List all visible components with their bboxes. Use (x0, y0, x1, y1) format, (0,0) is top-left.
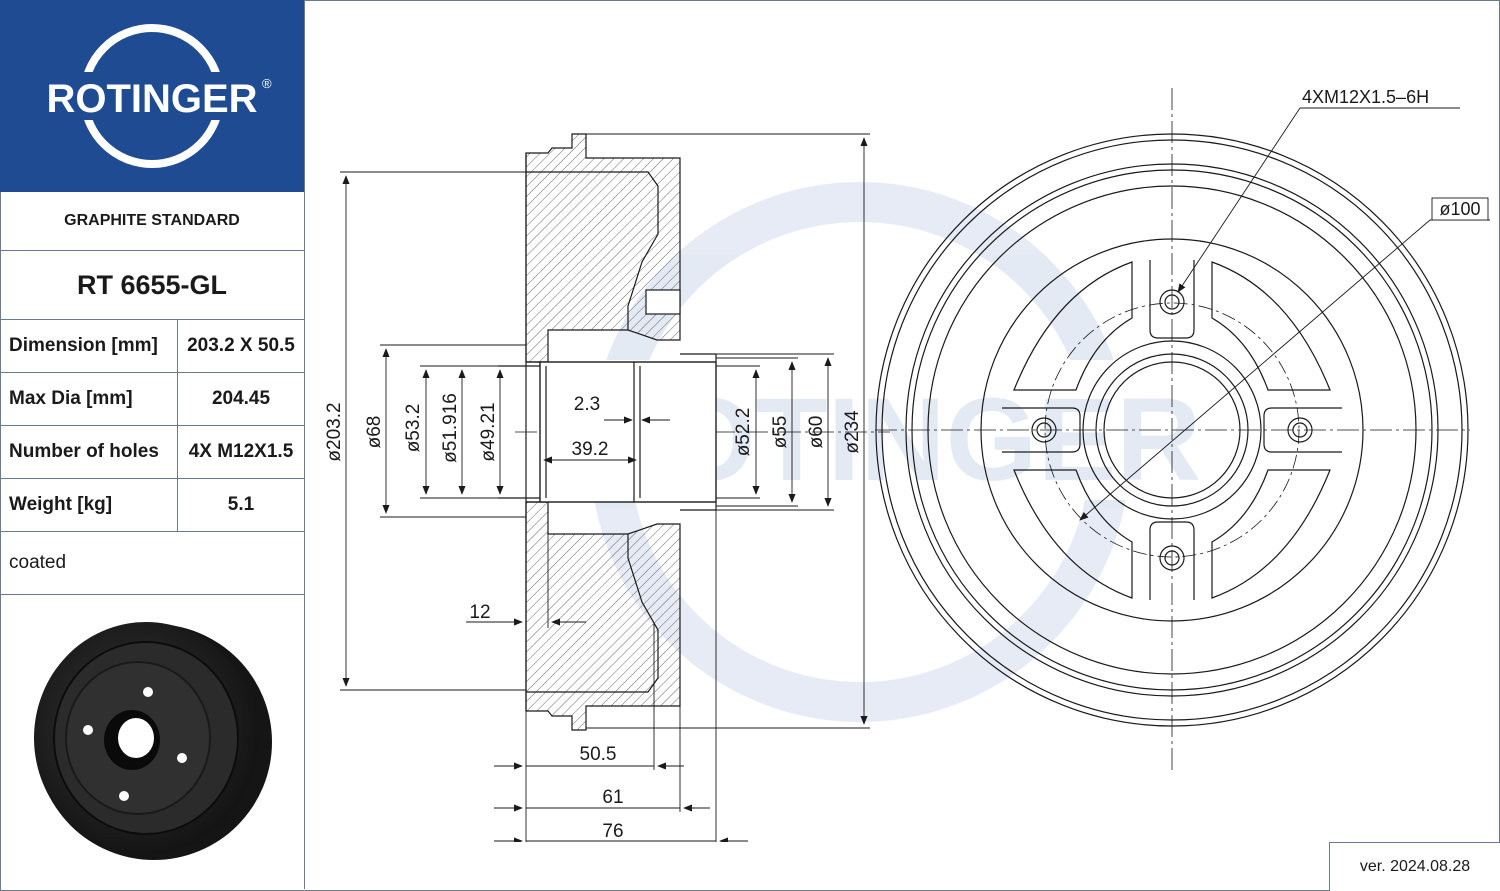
spec-label: Number of holes (0, 426, 178, 478)
dim-diameter-234: ø234 (842, 410, 863, 454)
technical-drawing: ROTINGER (324, 87, 1490, 842)
rotinger-logo: ROTINGER ® (40, 24, 272, 168)
spec-label: Max Dia [mm] (0, 373, 178, 425)
spec-value: 4X M12X1.5 (188, 441, 294, 462)
dim-diameter-203: ø203.2 (324, 402, 345, 461)
dim-length-50-5: 50.5 (580, 744, 617, 765)
dim-diameter-49: ø49.21 (478, 402, 499, 461)
spec-value: 5.1 (227, 494, 255, 515)
registered-mark: ® (262, 76, 272, 91)
section-dimensions (340, 133, 870, 842)
part-number: RT 6655-GL (0, 251, 304, 320)
dim-diameter-51: ø51.916 (440, 393, 461, 463)
dim-diameter-68: ø68 (364, 416, 385, 449)
spec-row-holes: Number of holes 4X M12X1.5 (0, 426, 304, 479)
info-panel: ROTINGER ® GRAPHITE STANDARD RT 6655-GL … (0, 0, 305, 889)
dim-length-76: 76 (602, 821, 623, 842)
spec-row-max-dia: Max Dia [mm] 204.45 (0, 373, 304, 426)
dim-diameter-53: ø53.2 (403, 404, 424, 453)
version-stamp: ver. 2024.08.28 (1329, 842, 1500, 891)
thread-callout: 4XM12X1.5–6H (1302, 87, 1429, 107)
coating-note: coated (0, 532, 304, 595)
spec-label: Weight [kg] (0, 479, 178, 531)
spec-label: Dimension [mm] (0, 320, 178, 372)
dim-length-12: 12 (469, 602, 490, 623)
front-view-labels: 4XM12X1.5–6H ø100 (1302, 87, 1489, 221)
brand-name: ROTINGER (46, 77, 257, 121)
spec-row-weight: Weight [kg] 5.1 (0, 479, 304, 532)
brake-drum-thumbnail (34, 622, 272, 860)
spec-value: 204.45 (211, 388, 271, 409)
dim-length-39-2: 39.2 (572, 439, 609, 460)
section-dimension-labels: ø203.2 ø68 ø53.2 ø51.916 ø49.21 ø52.2 ø5… (324, 393, 863, 842)
pcd-callout: ø100 (1439, 199, 1480, 219)
product-line: GRAPHITE STANDARD (0, 192, 304, 251)
spec-value: 203.2 X 50.5 (187, 335, 295, 356)
dim-length-61: 61 (602, 787, 623, 808)
spec-row-dimension: Dimension [mm] 203.2 X 50.5 (0, 320, 304, 373)
brand-header: ROTINGER ® (0, 0, 304, 192)
front-view (875, 88, 1470, 772)
dim-diameter-52: ø52.2 (733, 408, 754, 457)
section-view (498, 133, 890, 731)
dim-thickness-2-3: 2.3 (574, 394, 600, 415)
dim-diameter-60: ø60 (806, 416, 827, 449)
dim-diameter-55: ø55 (770, 416, 791, 449)
